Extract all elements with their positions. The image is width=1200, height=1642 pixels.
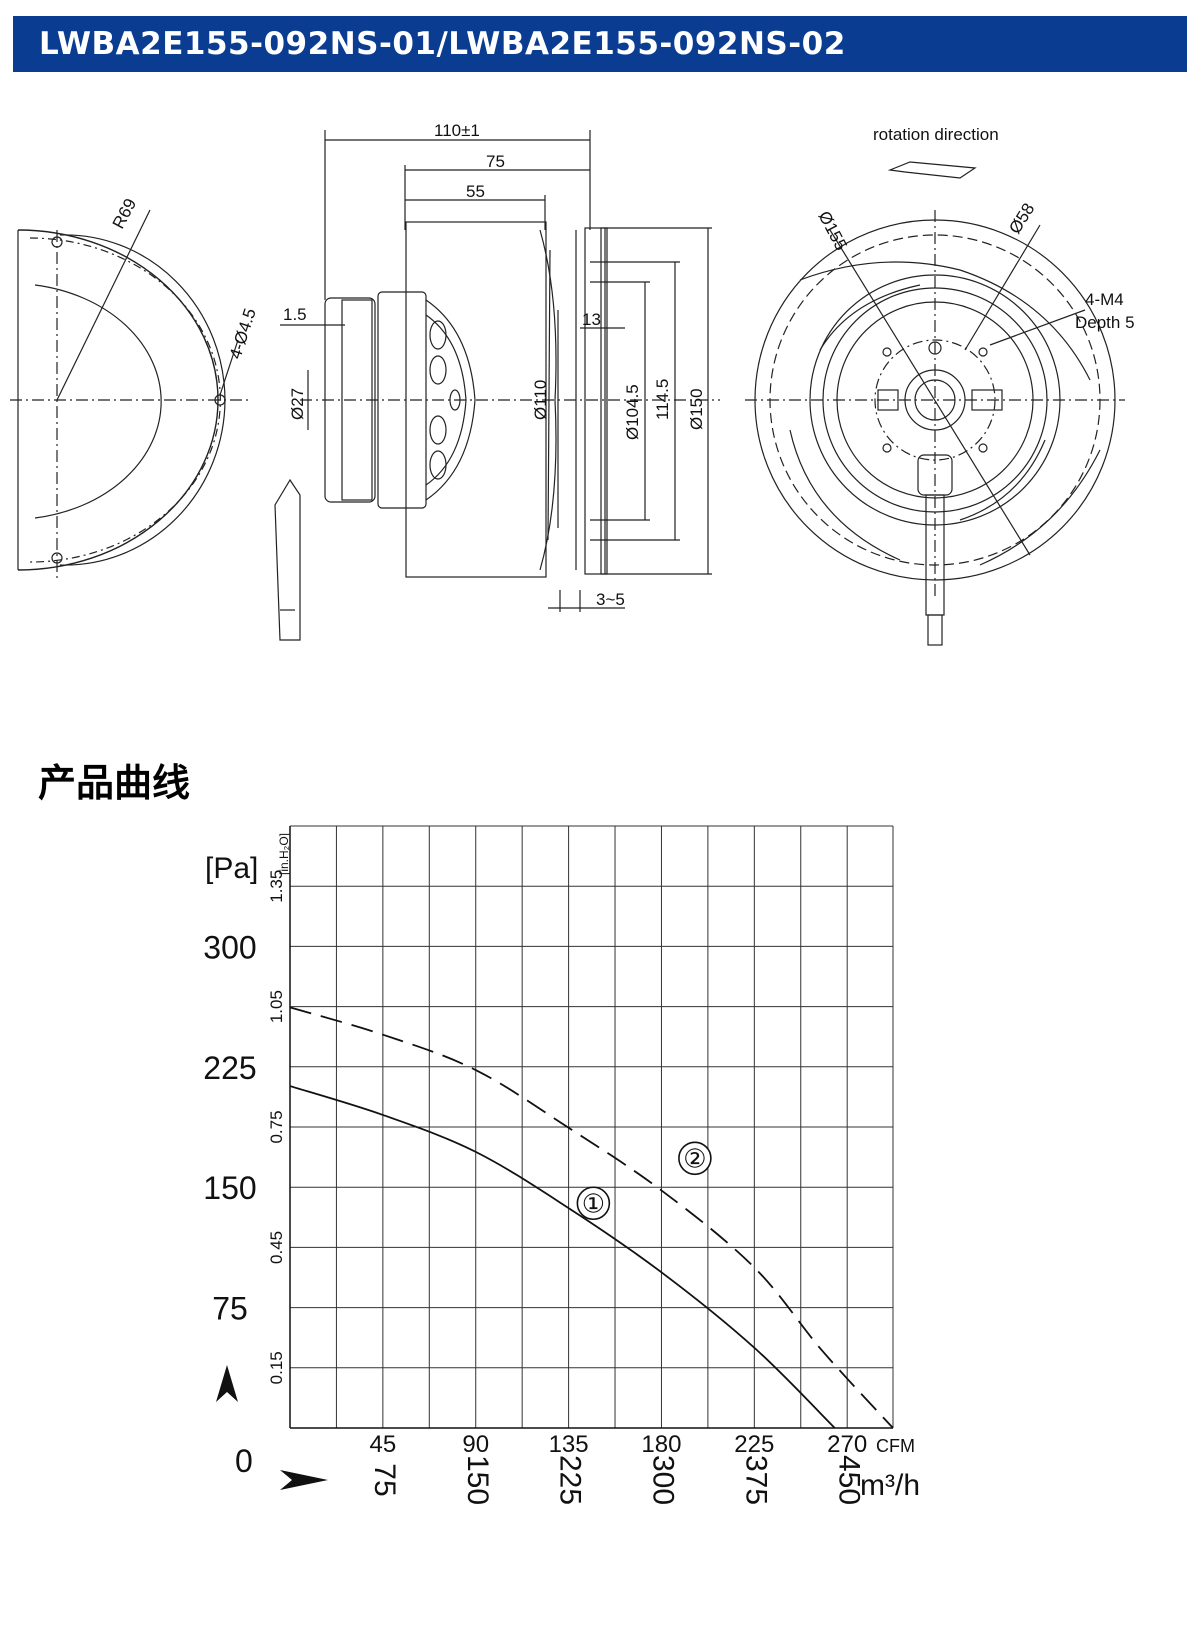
chart-ticks: 75 150 225 300 0.15 0.45 0.75 1.05 1.35 45 90 135 18… (203, 870, 867, 1505)
y-axis-arrow-icon (216, 1365, 238, 1402)
y-tick-label: 150 (203, 1170, 256, 1206)
x2-tick-label: 45 (370, 1431, 397, 1458)
x2-tick-label: 180 (641, 1431, 681, 1458)
y-tick-label: 300 (203, 929, 256, 965)
title-bar: LWBA2E155-092NS-01/LWBA2E155-092NS-02 (13, 16, 1187, 72)
label-depth: Depth 5 (1075, 313, 1135, 332)
side-arc-view (10, 209, 250, 580)
chart-grid (289, 825, 894, 1429)
chart-curves: ①② (289, 1006, 894, 1429)
series-label-circle-2 (678, 1141, 712, 1176)
y2-tick-label: 1.05 (267, 990, 286, 1023)
label-d55: 55 (466, 182, 485, 201)
y2-tick-label: 0.15 (267, 1351, 286, 1384)
y-tick-label: 225 (203, 1050, 256, 1086)
x-tick-label: 75 (368, 1463, 401, 1496)
label-rotation: rotation direction (873, 125, 999, 144)
y2-unit-label: [in.H₂O] (277, 833, 291, 875)
front-view (745, 161, 1125, 646)
y-tick-label: 75 (212, 1291, 248, 1327)
y2-tick-label: 1.35 (267, 870, 286, 903)
technical-drawing: R69 4-Ø4.5 110±1 75 55 1.5 13 Ø27 Ø110 Ø… (10, 121, 1135, 646)
x-unit-label: m³/h (860, 1469, 920, 1502)
x2-tick-label: 225 (734, 1431, 774, 1458)
x2-unit-label: CFM (876, 1436, 915, 1456)
label-d104-5: Ø104.5 (623, 384, 642, 440)
label-d150: Ø150 (687, 388, 706, 430)
series-label-1: ① (582, 1189, 605, 1219)
label-d13: 13 (582, 310, 601, 329)
x2-tick-label: 270 (827, 1431, 867, 1458)
origin-label: 0 (235, 1443, 253, 1479)
series-label-circle-1 (576, 1186, 611, 1221)
y2-tick-label: 0.75 (267, 1110, 286, 1143)
x-axis-arrow-icon (280, 1470, 328, 1490)
y-unit-label: [Pa] (205, 852, 258, 885)
section-title: 产品曲线 (38, 761, 191, 805)
x2-tick-label: 135 (549, 1431, 589, 1458)
y2-tick-label: 0.45 (267, 1231, 286, 1264)
x-tick-label: 300 (647, 1455, 680, 1505)
label-d1-5: 1.5 (283, 305, 307, 324)
label-overall-length: 110±1 (434, 121, 480, 140)
label-d27: Ø27 (288, 388, 307, 420)
label-d3-5: 3~5 (596, 590, 625, 609)
label-m4: 4-M4 (1085, 290, 1124, 309)
x-tick-label: 150 (461, 1455, 494, 1505)
x2-tick-label: 90 (462, 1431, 489, 1458)
label-d75: 75 (486, 152, 505, 171)
label-d110: Ø110 (531, 380, 550, 420)
series-line-2 (289, 1006, 894, 1429)
label-d114-5: 114.5 (653, 379, 672, 420)
x-tick-label: 225 (554, 1455, 587, 1505)
product-title: LWBA2E155-092NS-01/LWBA2E155-092NS-02 (39, 26, 846, 62)
series-line-1 (289, 1085, 836, 1429)
side-view (274, 130, 720, 641)
series-label-2: ② (683, 1144, 706, 1174)
x-tick-label: 375 (739, 1455, 772, 1505)
x-tick-label: 450 (832, 1455, 865, 1505)
